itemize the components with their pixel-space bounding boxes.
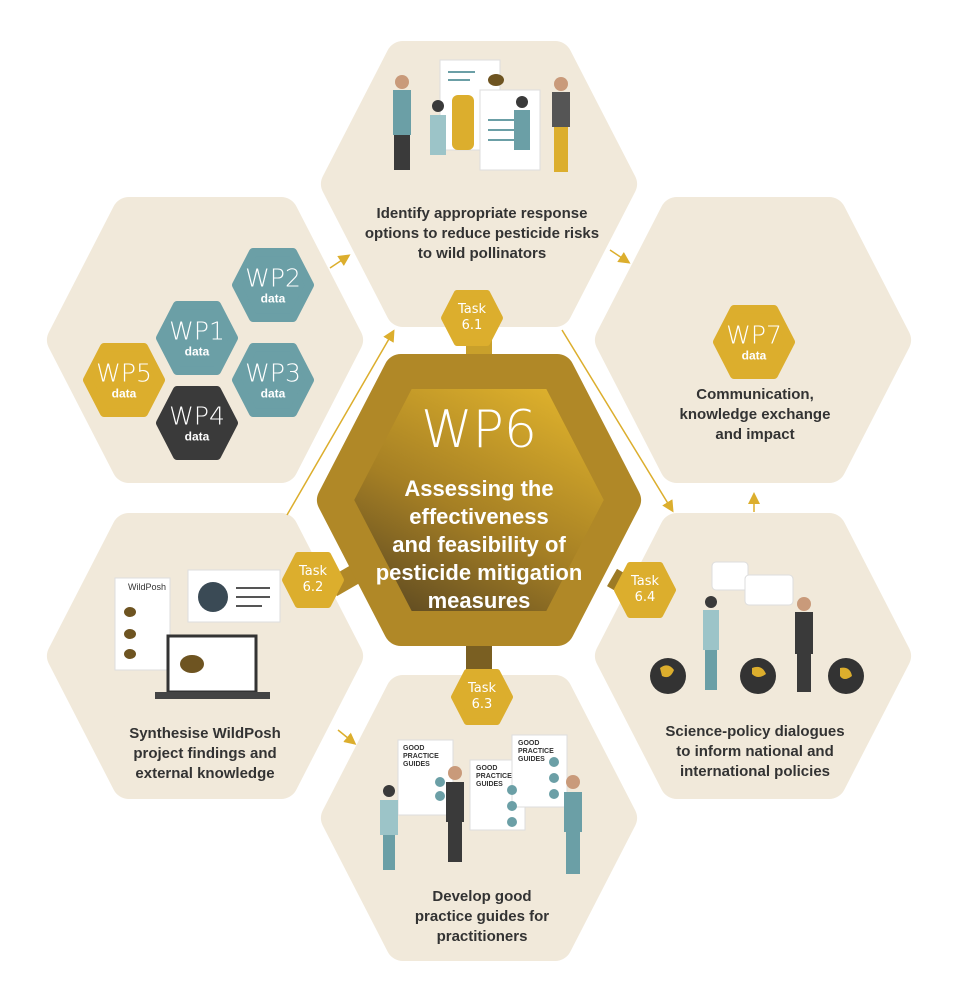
label-identify-options: Identify appropriate response options to … — [365, 204, 599, 264]
label-line: options to reduce pesticide risks — [364, 225, 600, 242]
task-number: 6.3 — [471, 697, 493, 712]
wp-name: WP7 — [726, 320, 782, 350]
wp-sub: data — [260, 386, 286, 401]
label-line: Synthesise WildPosh — [129, 725, 281, 742]
globe-icon — [198, 582, 228, 612]
hex-wp4 — [156, 386, 238, 460]
hex-science-policy — [594, 512, 912, 800]
guide-line: GOOD — [476, 765, 498, 772]
arrow-identify-to-communication — [609, 249, 631, 264]
label-line: knowledge exchange — [679, 406, 831, 423]
guide-line: PRACTICE — [476, 773, 512, 780]
label-good-practice: Develop good practice guides for practitio… — [415, 887, 549, 947]
hex-task-6-4 — [613, 561, 677, 619]
label-line: international policies — [679, 763, 831, 780]
wp6-title: WP6 — [421, 400, 537, 460]
illustration-policy — [650, 561, 864, 694]
illustration-stakeholders — [393, 59, 570, 172]
hex-wp5 — [83, 343, 165, 417]
hex-wp3 — [232, 343, 314, 417]
wp-name: WP2 — [245, 263, 301, 293]
wp-name: WP4 — [169, 401, 225, 431]
wp-name: WP3 — [245, 358, 301, 388]
guide-line: PRACTICE — [518, 748, 554, 755]
label-line: Science-policy dialogues — [665, 723, 845, 740]
guide-line: GOOD — [518, 740, 540, 747]
label-science-policy: Science-policy dialogues to inform nation… — [665, 722, 844, 782]
task-number: 6.2 — [302, 580, 324, 595]
wp6-subtitle-line: measures — [427, 588, 531, 613]
hex-task-6-2 — [281, 551, 345, 609]
guide-line: GUIDES — [403, 761, 430, 768]
hex-wp2 — [232, 248, 314, 322]
arrow-identify-to-policy — [561, 329, 674, 513]
hex-task-6-1 — [440, 289, 504, 347]
wp6-subtitle-line: pesticide mitigation — [375, 560, 583, 585]
label-line: Communication, — [696, 386, 814, 403]
guide-line: GUIDES — [518, 756, 545, 763]
hex-wp6-center — [316, 353, 641, 646]
illustration-guides — [380, 734, 582, 874]
label-synthesise: Synthesise WildPosh project findings and e… — [129, 724, 281, 784]
label-line: practice guides for — [414, 908, 550, 925]
wp-name: WP5 — [96, 358, 152, 388]
illustration-laptop — [114, 569, 281, 699]
task-label: Task — [630, 574, 660, 589]
label-line: external knowledge — [135, 765, 275, 782]
guide-line: GOOD — [403, 745, 425, 752]
label-line: practitioners — [436, 928, 528, 945]
hex-wp1 — [156, 301, 238, 375]
arrow-synthesise-to-identify — [286, 329, 395, 516]
hex-wp7 — [713, 305, 795, 379]
wp-sub: data — [741, 348, 767, 363]
wildposh-logo: WildPosh — [128, 582, 167, 592]
label-line: to wild pollinators — [417, 245, 547, 262]
arrow-synthesise-to-guides — [337, 729, 357, 745]
label-line: to inform national and — [676, 743, 834, 760]
wp-sub: data — [260, 291, 286, 306]
guide-line: PRACTICE — [403, 753, 439, 760]
arrow-data-to-identify — [329, 254, 351, 269]
wp6-subtitle: Assessing the effectiveness and feasibil… — [376, 475, 583, 615]
task-number: 6.4 — [634, 590, 656, 605]
bee-icon — [488, 74, 504, 86]
label-line: project findings and — [133, 745, 277, 762]
task-label: Task — [467, 681, 497, 696]
wp-sub: data — [184, 429, 210, 444]
hex-task-6-3 — [450, 668, 514, 726]
bee-icon — [180, 655, 204, 673]
label-line: Identify appropriate response — [376, 205, 588, 222]
guide-line: GUIDES — [476, 781, 503, 788]
label-line: and impact — [715, 426, 795, 443]
task-label: Task — [457, 302, 487, 317]
wp-sub: data — [184, 344, 210, 359]
task-number: 6.1 — [461, 318, 483, 333]
wp6-subtitle-line: effectiveness — [409, 504, 549, 529]
task-label: Task — [298, 564, 328, 579]
wp-sub: data — [111, 386, 137, 401]
wp-name: WP1 — [169, 316, 225, 346]
label-line: Develop good — [432, 888, 532, 905]
wp6-subtitle-line: and feasibility of — [392, 532, 566, 557]
label-communication: Communication, knowledge exchange and impa… — [680, 385, 831, 445]
wp6-subtitle-line: Assessing the — [404, 476, 554, 501]
